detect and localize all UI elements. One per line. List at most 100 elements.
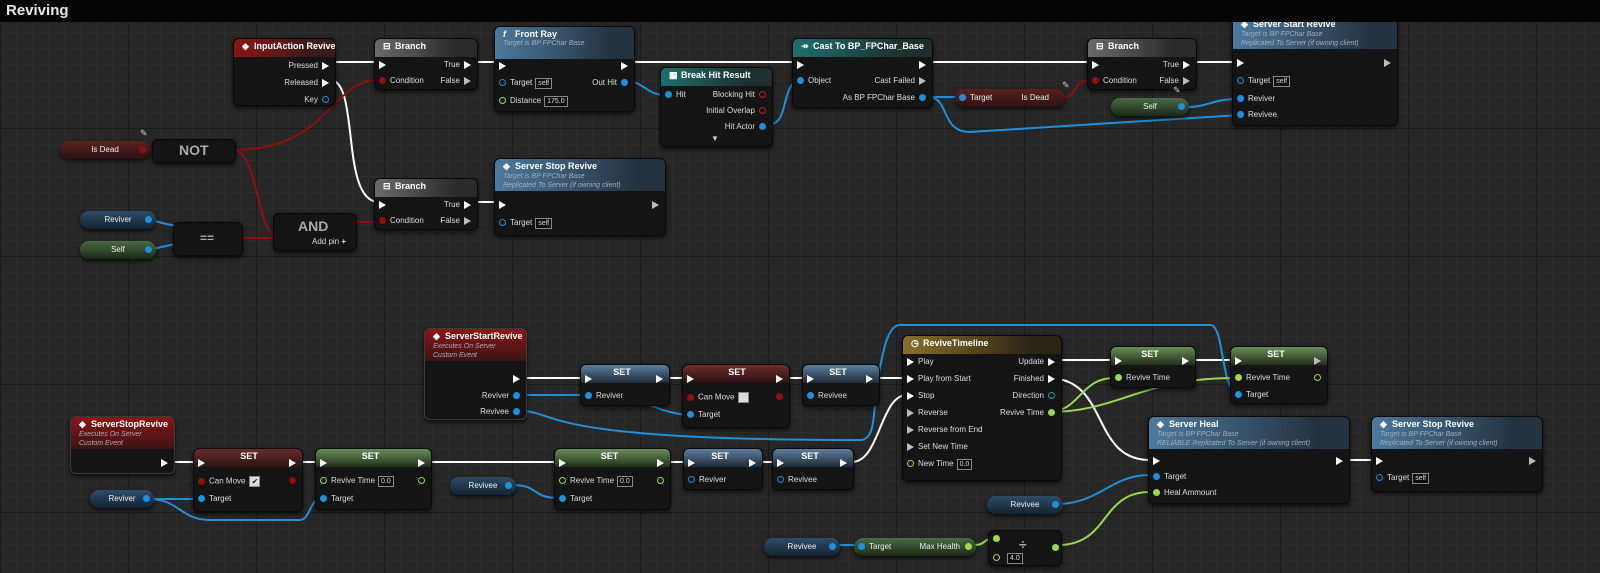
exec-in-pin[interactable] [559, 458, 566, 467]
exec-out-pin[interactable] [289, 458, 296, 467]
condition-pin[interactable] [1092, 77, 1099, 85]
max-health-getter[interactable]: Target Max Health [854, 538, 976, 556]
break-hit-result-node[interactable]: ▦Break Hit Result Hit Blocking Hit Initi… [660, 67, 773, 147]
is-dead-pin[interactable] [139, 146, 146, 153]
branch-node-1[interactable]: ⊟Branch Condition True False [374, 38, 478, 90]
exec-in-pin[interactable] [1092, 60, 1099, 69]
exec-in-pin[interactable] [198, 458, 205, 467]
target-pin[interactable] [1376, 474, 1383, 482]
add-pin-button[interactable]: Add pin + [312, 237, 346, 247]
reviver-pin[interactable] [145, 216, 152, 223]
can-move-checkbox[interactable] [738, 392, 750, 403]
exec-in-pin[interactable] [499, 200, 506, 209]
exec-out-pin[interactable] [418, 458, 425, 467]
revivee-pin[interactable] [1052, 501, 1059, 508]
exec-in-pin[interactable] [1153, 456, 1160, 465]
exec-out-pin[interactable] [1182, 356, 1189, 365]
condition-pin[interactable] [379, 217, 386, 225]
reviver-pin[interactable] [513, 392, 520, 400]
revivee-pin[interactable] [777, 476, 784, 484]
reviver-pin[interactable] [143, 495, 150, 502]
exec-in-pin[interactable] [320, 458, 327, 467]
exec-in-pin[interactable] [687, 374, 694, 383]
divisor-pin[interactable] [993, 554, 1000, 562]
equal-node[interactable]: == [173, 222, 243, 256]
target-pin[interactable] [1237, 77, 1244, 85]
exec-out-pin[interactable] [1314, 356, 1321, 365]
target-pin[interactable] [198, 495, 205, 503]
revive-time-out-pin[interactable] [1314, 374, 1321, 382]
set-new-time-pin[interactable] [907, 442, 914, 451]
revive-time-pin[interactable] [1115, 374, 1122, 382]
revivee-variable-3[interactable]: Revivee [764, 538, 840, 556]
revive-time-pin[interactable] [1048, 409, 1055, 417]
reverse-pin[interactable] [907, 408, 914, 417]
reverse-from-end-pin[interactable] [907, 425, 914, 434]
target-pin[interactable] [1153, 473, 1160, 481]
exec-in-pin[interactable] [688, 458, 695, 467]
set-can-move-node-2[interactable]: SET Can Move✔ Target [193, 448, 303, 512]
target-value[interactable]: self [535, 78, 553, 89]
exec-out-pin[interactable] [513, 374, 520, 383]
can-move-out-pin[interactable] [289, 477, 296, 485]
reviver-pin[interactable] [1237, 95, 1244, 103]
false-exec-pin[interactable] [1183, 76, 1190, 85]
revivee-pin[interactable] [829, 543, 836, 550]
set-reviver-node-1[interactable]: SET Reviver [580, 364, 670, 406]
new-time-pin[interactable] [907, 460, 914, 468]
target-pin[interactable] [499, 79, 506, 87]
branch-node-3[interactable]: ⊟Branch Condition True False [374, 178, 478, 230]
target-value[interactable]: self [1273, 76, 1291, 87]
revivee-pin[interactable] [1237, 111, 1244, 119]
blocking-hit-pin[interactable] [759, 91, 766, 99]
target-pin[interactable] [959, 94, 966, 102]
play-from-start-pin[interactable] [907, 374, 914, 383]
true-exec-pin[interactable] [1183, 60, 1190, 69]
set-can-move-node-1[interactable]: SET Can Move Target [682, 364, 790, 428]
new-time-value[interactable]: 0.0 [956, 459, 973, 470]
revive-time-pin[interactable] [320, 477, 327, 485]
exec-in-pin[interactable] [1376, 456, 1383, 465]
finished-pin[interactable] [1048, 374, 1055, 383]
set-revivee-node-2[interactable]: SET Revivee [772, 448, 854, 490]
target-value[interactable]: self [1412, 473, 1430, 484]
initial-overlap-pin[interactable] [759, 107, 766, 115]
and-node[interactable]: AND Add pin + [273, 213, 357, 251]
false-exec-pin[interactable] [464, 216, 471, 225]
exec-out-pin[interactable] [776, 374, 783, 383]
exec-out-pin[interactable] [1336, 456, 1343, 465]
revive-time-value[interactable]: 0.0 [378, 476, 394, 487]
target-pin[interactable] [320, 495, 327, 503]
direction-pin[interactable] [1048, 392, 1055, 400]
exec-out-pin[interactable] [919, 60, 926, 69]
exec-out-pin[interactable] [1529, 456, 1536, 465]
set-revive-time-node-2[interactable]: SET Revive Time Target [1230, 346, 1328, 404]
revivee-variable-2[interactable]: Revivee [987, 496, 1063, 514]
play-pin[interactable] [907, 357, 914, 366]
can-move-pin[interactable] [198, 478, 205, 485]
exec-out-pin[interactable] [657, 458, 664, 467]
cast-to-node[interactable]: ↠Cast To BP_FPChar_Base Object Cast Fail… [792, 38, 933, 108]
not-node[interactable]: NOT [152, 139, 236, 163]
is-dead-variable[interactable]: Is Dead [60, 141, 150, 159]
can-move-pin[interactable] [687, 394, 694, 401]
revive-timeline-node[interactable]: ◷ReviveTimeline Play Play from Start Sto… [902, 335, 1062, 481]
exec-out-pin[interactable] [749, 458, 756, 467]
can-move-out-pin[interactable] [776, 393, 783, 401]
dividend-pin[interactable] [993, 535, 1000, 542]
exec-in-pin[interactable] [379, 200, 386, 209]
can-move-checkbox[interactable]: ✔ [249, 476, 261, 487]
exec-in-pin[interactable] [777, 458, 784, 467]
stop-pin[interactable] [907, 391, 914, 400]
reviver-variable-2[interactable]: Reviver [90, 490, 154, 508]
exec-in-pin[interactable] [807, 374, 814, 383]
exec-out-pin[interactable] [621, 61, 628, 70]
